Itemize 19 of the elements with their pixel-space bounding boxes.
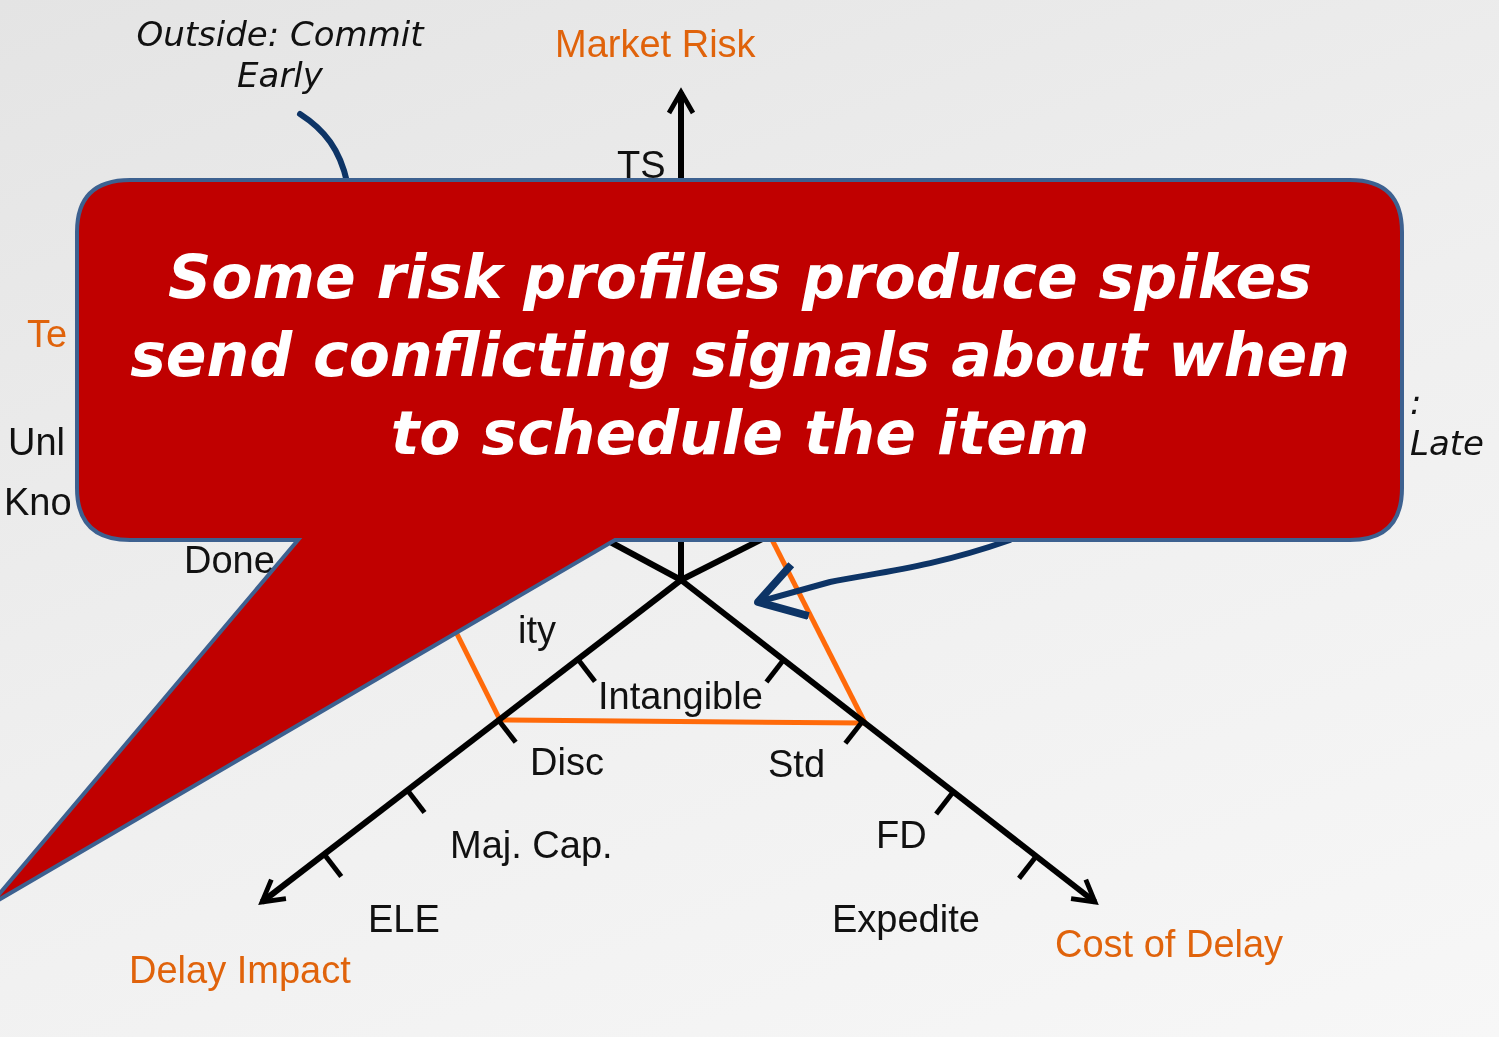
axis-title: Te [27, 314, 68, 356]
tick-label: Expedite [832, 899, 980, 941]
tick-label: Intangible [598, 676, 763, 718]
tick-label: TS [617, 145, 666, 187]
tick-label: Std [768, 744, 826, 786]
annotation-text: Outside: Commit Early [110, 14, 450, 96]
axis-title: Market Risk [555, 24, 756, 66]
tick-label: Disc [530, 742, 604, 784]
tick-label: ELE [368, 899, 440, 941]
tick-label: FD [876, 815, 927, 857]
callout-text: Some risk profiles produce spikes send conflicting signals about when to schedule the item [129, 241, 1351, 470]
axis-title: Delay Impact [129, 950, 351, 992]
tick-label: ity [518, 610, 556, 652]
axis-title: Cost of Delay [1055, 924, 1284, 966]
tick-label: Kno [4, 482, 72, 524]
tick-label: Done [184, 540, 275, 582]
tick-label: Unl [8, 422, 66, 464]
annotation-text: : Late [1410, 382, 1496, 464]
tick-label: Maj. Cap. [450, 825, 613, 867]
